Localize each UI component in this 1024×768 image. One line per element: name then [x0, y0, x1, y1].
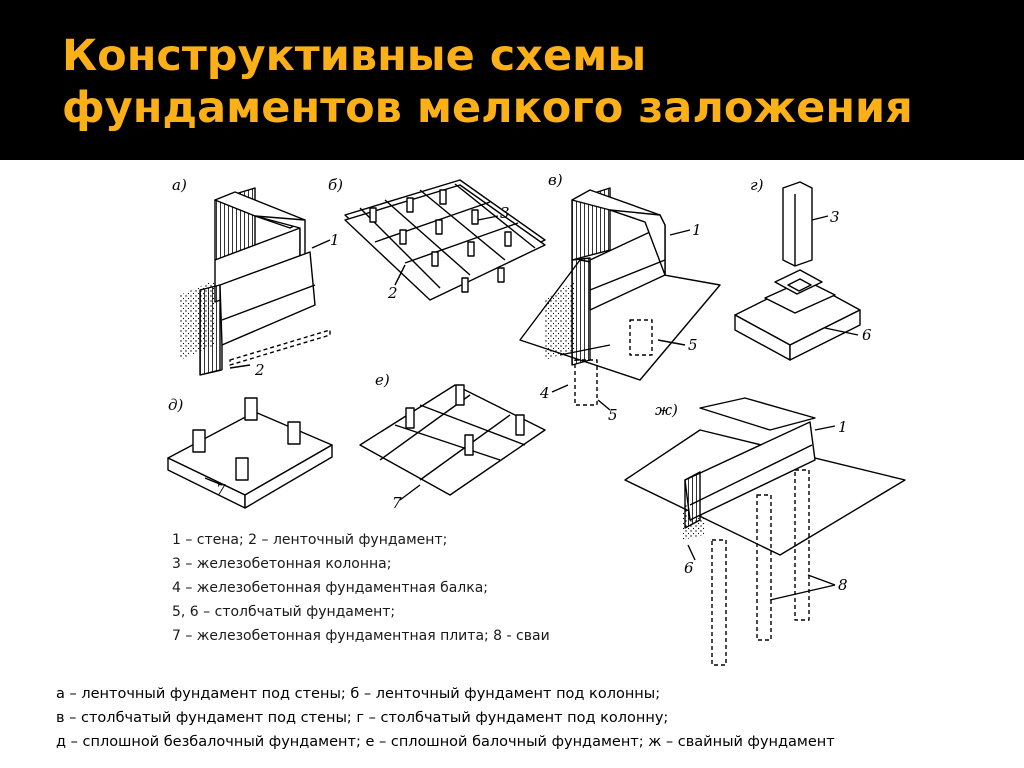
label-b-2: 2 — [387, 284, 398, 302]
panel-d-drawing — [167, 397, 333, 509]
caption-line: д – сплошной безбалочный фундамент; е – … — [56, 734, 835, 750]
label-a-1: 1 — [330, 231, 340, 249]
panel-v-drawing — [519, 187, 721, 411]
label-panel-d: д) — [168, 396, 184, 414]
caption-line: а – ленточный фундамент под стены; б – л… — [56, 686, 661, 702]
caption: а – ленточный фундамент под стены; б – л… — [56, 682, 835, 754]
label-panel-a: а) — [172, 176, 187, 194]
figure-panel: а) 1 2 б) 3 2 в) 1 5 4 5 г) 3 6 д) 7 е) … — [0, 160, 1024, 768]
label-zh-8: 8 — [838, 576, 848, 594]
title-band: Конструктивные схемы фундаментов мелкого… — [0, 0, 1024, 160]
legend-line: 5, 6 – столбчатый фундамент; — [172, 604, 396, 620]
label-g-6: 6 — [862, 326, 872, 344]
label-panel-g: г) — [750, 176, 764, 194]
label-a-2: 2 — [254, 361, 265, 379]
label-v-1: 1 — [692, 221, 702, 239]
slide-title-line-1: Конструктивные схемы — [62, 31, 647, 81]
legend-line: 7 – железобетонная фундаментная плита; 8… — [172, 628, 550, 644]
panel-a-drawing — [180, 187, 331, 376]
legend: 1 – стена; 2 – ленточный фундамент; 3 – … — [172, 528, 592, 648]
label-zh-6: 6 — [684, 559, 694, 577]
label-panel-v: в) — [548, 171, 563, 189]
label-b-3: 3 — [500, 204, 510, 222]
label-panel-zh: ж) — [655, 401, 678, 419]
slide-title: Конструктивные схемы фундаментов мелкого… — [62, 30, 913, 134]
label-g-3: 3 — [830, 208, 840, 226]
legend-line: 4 – железобетонная фундаментная балка; — [172, 580, 488, 596]
label-d-7: 7 — [216, 481, 226, 499]
legend-line: 3 – железобетонная колонна; — [172, 556, 392, 572]
label-panel-b: б) — [328, 176, 343, 194]
panel-e-drawing — [359, 384, 546, 501]
diagram-labels: а) 1 2 б) 3 2 в) 1 5 4 5 г) 3 6 д) 7 е) … — [168, 171, 872, 594]
foundation-diagram: а) 1 2 б) 3 2 в) 1 5 4 5 г) 3 6 д) 7 е) … — [167, 171, 906, 666]
label-zh-1: 1 — [838, 418, 848, 436]
label-panel-e: е) — [375, 371, 390, 389]
label-e-7: 7 — [392, 494, 402, 512]
panel-b-drawing — [344, 179, 546, 301]
slide-title-line-2: фундаментов мелкого заложения — [62, 83, 913, 133]
caption-line: в – столбчатый фундамент под стены; г – … — [56, 710, 669, 726]
label-v-4: 4 — [539, 384, 550, 402]
panel-zh-drawing — [624, 397, 906, 666]
legend-line: 1 – стена; 2 – ленточный фундамент; — [172, 532, 448, 548]
label-v-5b: 5 — [608, 406, 618, 424]
panel-g-drawing — [734, 181, 861, 361]
label-v-5a: 5 — [688, 336, 698, 354]
